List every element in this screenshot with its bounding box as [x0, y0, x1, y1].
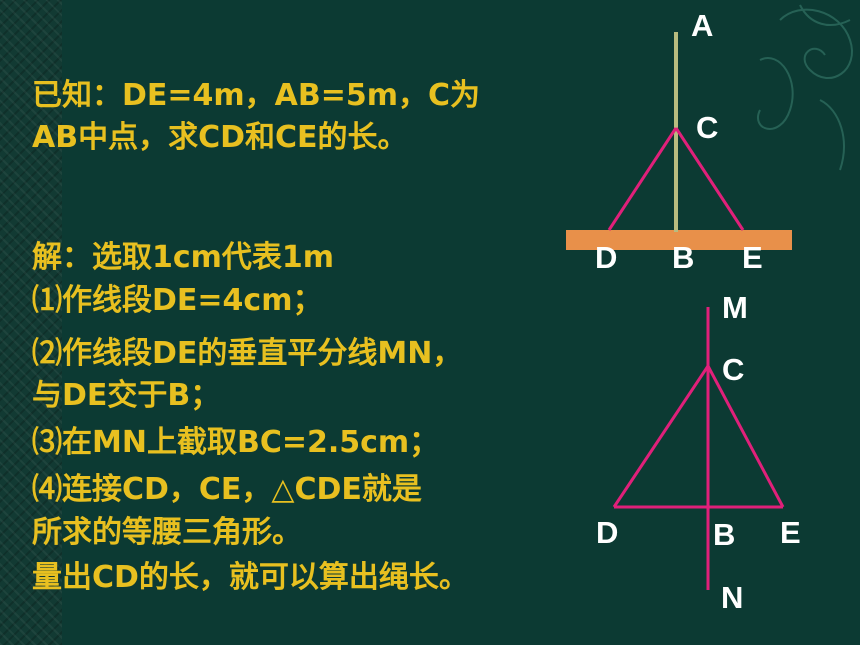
label-top-c: C [696, 110, 719, 145]
top-figure [566, 32, 792, 250]
solution-line-7: 所求的等腰三角形。 [32, 515, 302, 550]
rope-cd [607, 127, 678, 231]
side-ce [706, 365, 785, 508]
label-top-d: D [595, 240, 618, 275]
label-top-a: A [691, 8, 714, 43]
label-bottom-d: D [596, 515, 619, 550]
solution-line-1: 解：选取1cm代表1m [32, 240, 335, 275]
label-bottom-b: B [713, 517, 736, 552]
slide-background [62, 0, 860, 645]
label-top-b: B [672, 240, 695, 275]
pole [674, 32, 678, 232]
ground-bar [566, 230, 792, 250]
given-line-1: 已知：DE=4m，AB=5m，C为 [32, 78, 481, 113]
swirl-ornament [757, 4, 853, 171]
bottom-figure [612, 307, 785, 590]
label-bottom-n: N [721, 580, 744, 615]
solution-line-6: ⑷连接CD，CE，△CDE就是 [32, 472, 422, 507]
label-top-e: E [742, 240, 763, 275]
solution-line-8: 量出CD的长，就可以算出绳长。 [32, 560, 469, 595]
solution-line-3: ⑵作线段DE的垂直平分线MN， [32, 336, 463, 371]
rope-ce [674, 127, 745, 231]
label-bottom-m: M [722, 290, 748, 325]
label-bottom-e: E [780, 515, 801, 550]
given-line-2: AB中点，求CD和CE的长。 [32, 120, 408, 155]
solution-line-4: 与DE交于B； [32, 378, 221, 413]
label-bottom-c: C [722, 352, 745, 387]
decorative-border-strip [0, 0, 62, 645]
solution-line-5: ⑶在MN上截取BC=2.5cm； [32, 425, 440, 460]
side-cd [612, 365, 710, 508]
solution-line-2: ⑴作线段DE=4cm； [32, 283, 323, 318]
